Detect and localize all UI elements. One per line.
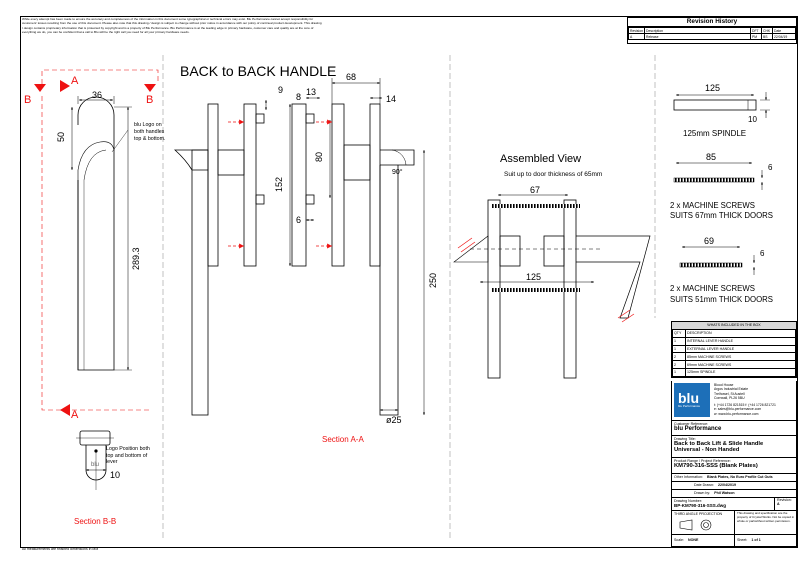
projection-symbol-icon: [679, 519, 712, 531]
included-desc: 125mm SPINDLE: [685, 367, 796, 377]
subtitle-assembled: Suit up to door thickness of 65mm: [504, 171, 602, 178]
included-qty: 2: [672, 360, 686, 369]
dim-10-bb: 10: [110, 470, 120, 480]
included-header: QTY: [672, 329, 686, 338]
screw-85-part: [673, 162, 763, 190]
revision-value: A: [777, 502, 780, 506]
revision-label: Revision:: [777, 498, 792, 502]
label-section-bb: Section B-B: [74, 517, 116, 526]
rev-cell: A: [627, 33, 646, 40]
included-qty: 2: [672, 352, 686, 362]
drawing-number: BP-KM790-316-SSS.dwg: [674, 503, 727, 508]
logo-note: blu Logo on both handles top & bottom.: [134, 122, 166, 142]
label-section-aa: Section A-A: [322, 435, 364, 444]
drawing-title-block: Drawing Title: Back to Back Lift & Slide…: [671, 436, 797, 458]
footnote: All measurements are finished dimensions…: [22, 547, 99, 551]
marker-a-bottom: A: [71, 409, 79, 421]
revision-title: Revision History: [628, 18, 796, 27]
dim-9: 9: [278, 85, 283, 95]
marker-a-top: A: [71, 75, 79, 87]
assembled-view: [453, 194, 651, 379]
projection-label: THIRD ANGLE PROJECTION: [674, 512, 723, 516]
caption-screw-85-line2: SUITS 67mm THICK DOORS: [670, 211, 773, 220]
screw-69-part: [679, 246, 755, 275]
sheet-value: 1 of 1: [751, 538, 761, 542]
dim-8: 8: [296, 92, 301, 102]
disclaimer-text: While every attempt has been made to ens…: [22, 17, 322, 34]
copyright-note: This drawing and specification are the p…: [734, 511, 797, 534]
section-bb-view: [76, 430, 114, 490]
dim-13: 13: [306, 87, 316, 97]
dim-289-3: 289.3: [131, 247, 141, 270]
dim-85: 85: [706, 152, 716, 162]
included-desc: 85mm MACHINE SCREWS: [685, 352, 796, 362]
dim-6: 6: [296, 215, 301, 225]
included-header: DESCRIPTION: [685, 329, 796, 338]
dim-68: 68: [346, 72, 356, 82]
dim-125-assembled: 125: [526, 272, 541, 282]
dim-250: 250: [428, 273, 438, 288]
sheet-border: [20, 16, 798, 548]
company-logo: blu blu Performance: [674, 383, 710, 417]
rev-cell: 22/04/19: [772, 33, 796, 40]
dim-14: 14: [386, 94, 396, 104]
dim-152: 152: [274, 177, 284, 192]
drawn-by: Drawn by: Phil Watson: [671, 490, 797, 498]
title-assembled: Assembled View: [500, 153, 581, 165]
drawing-number-label: Drawing Number:: [674, 499, 702, 503]
caption-screw-69-line2: SUITS 51mm THICK DOORS: [670, 295, 773, 304]
section-markers: A A B B: [24, 75, 153, 421]
scale-sheet-block: Scale: NONE Sheet: 1 of 1: [671, 535, 797, 547]
angle-90: 90°: [392, 168, 403, 176]
drawing-number-block: Drawing Number: BP-KM790-316-SSS.dwg Rev…: [671, 498, 797, 511]
scale-value: NONE: [688, 538, 699, 542]
other-info: Other Information: Blank Plates, No Euro…: [671, 474, 797, 482]
dim-10-spindle: 10: [748, 115, 757, 124]
dim-69: 69: [704, 236, 714, 246]
included-desc: EXTERNAL LEVER HANDLE: [685, 344, 796, 354]
dim-36: 36: [92, 90, 102, 100]
title-back-to-back: BACK to BACK HANDLE: [180, 63, 336, 79]
caption-screw-69-line1: 2 x MACHINE SCREWS: [670, 284, 755, 293]
date-drawn: Date Drawn: 22/04/2019: [671, 482, 797, 490]
included-qty: 1: [672, 336, 686, 346]
included-qty: 1: [672, 367, 686, 377]
logo-blu-small: blu: [91, 462, 99, 468]
marker-b-right: B: [146, 94, 153, 106]
projection-block: THIRD ANGLE PROJECTION This drawing and …: [671, 511, 797, 535]
section-aa-view: [173, 78, 425, 416]
product-reference: Product Range / Project Reference: KM790…: [671, 458, 797, 474]
left-handle-view: [34, 69, 159, 416]
included-qty: 1: [672, 344, 686, 354]
dim-50: 50: [56, 132, 66, 142]
included-title: WHATS INCLUDED IN THE BOX: [672, 322, 796, 329]
dim-80: 80: [314, 152, 324, 162]
customer-reference: Customer Reference: blu Performance: [671, 421, 797, 436]
scale-label: Scale:: [674, 538, 684, 542]
dim-6-screw-85: 6: [768, 163, 773, 172]
caption-screw-85-line1: 2 x MACHINE SCREWS: [670, 201, 755, 210]
dim-67-assembled: 67: [530, 185, 540, 195]
view-separators: [162, 55, 656, 540]
marker-b-left: B: [24, 94, 31, 106]
caption-spindle: 125mm SPINDLE: [683, 129, 746, 138]
included-desc: INTERNAL LEVER HANDLE: [685, 336, 796, 346]
revision-history: Revision History Revision Description DF…: [627, 17, 797, 44]
logo-position-note: Logo Position both top and bottom of lev…: [106, 446, 150, 465]
dim-125-spindle: 125: [705, 83, 720, 93]
dim-6-screw-69: 6: [760, 249, 765, 258]
section-aa-dims: 9 8 13 68 14 80 152 6 250 ø25 90°: [274, 72, 438, 425]
sheet-label: Sheet:: [737, 538, 748, 542]
spindle-part: [673, 92, 770, 118]
included-desc: 69mm MACHINE SCREWS: [685, 360, 796, 369]
dim-dia-25: ø25: [386, 415, 402, 425]
